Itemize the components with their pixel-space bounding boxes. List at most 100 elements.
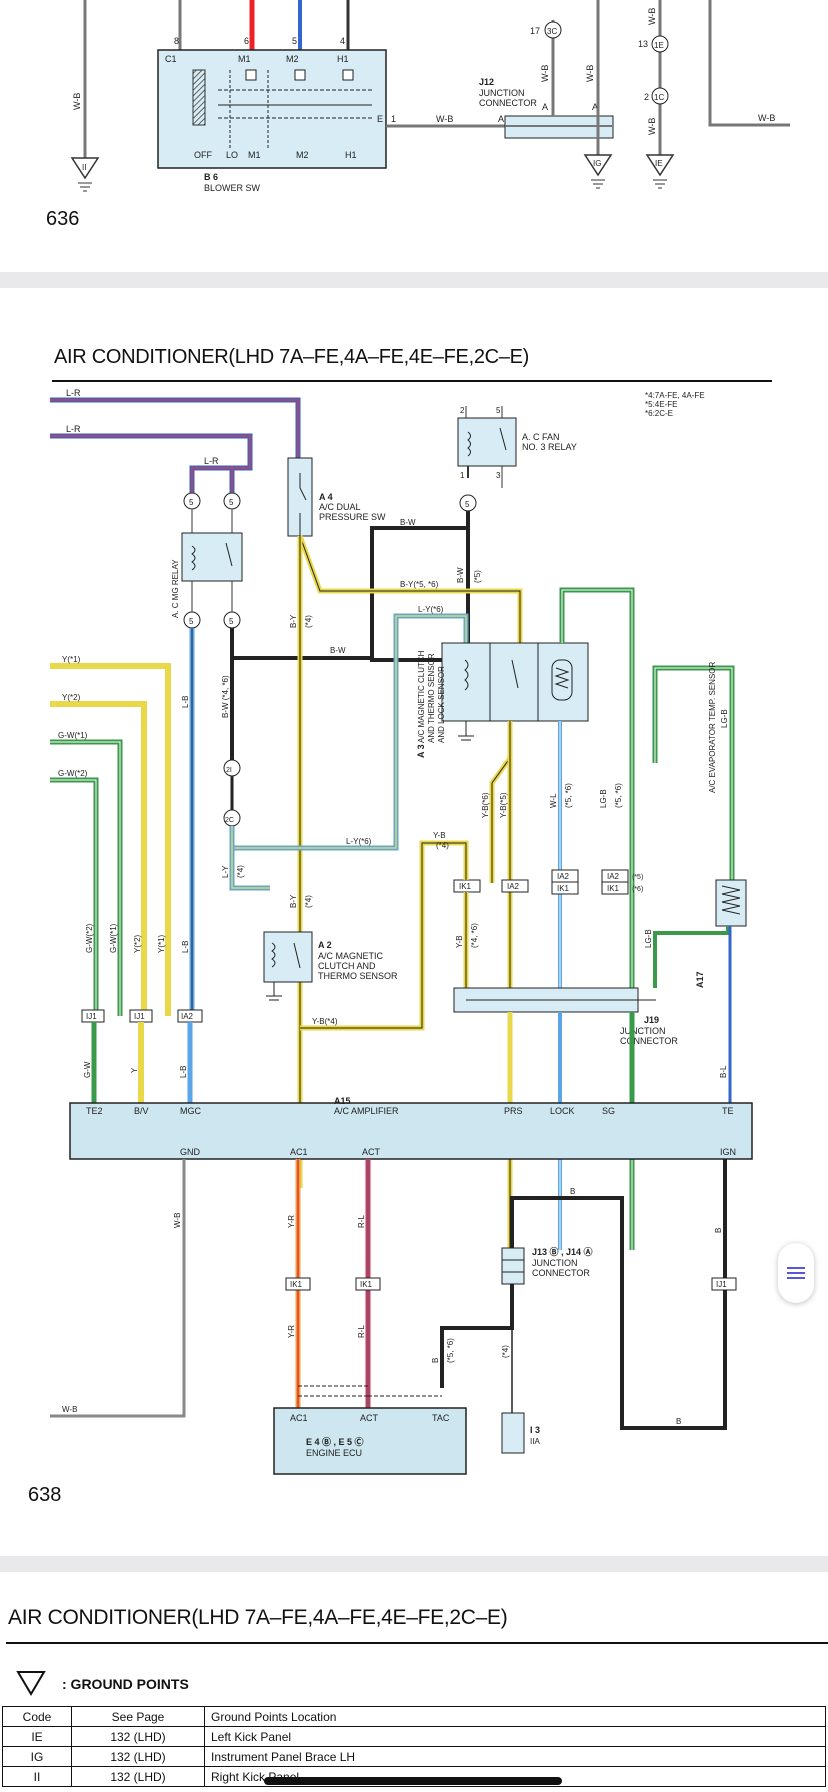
wire-s56-wl: (*5, *6) bbox=[564, 783, 573, 808]
wire-b-w-1: B-W bbox=[400, 518, 416, 527]
wire-gw-2: G-W(*2) bbox=[58, 769, 88, 778]
wire-label-wb-j12b: W-B bbox=[585, 65, 595, 82]
wire-lg-b-a17: LG-B bbox=[720, 709, 729, 728]
wire-g-w: G-W bbox=[83, 1061, 92, 1078]
row-page: 132 (LHD) bbox=[71, 1726, 205, 1747]
table-header-row: Code See Page Ground Points Location bbox=[2, 1706, 826, 1727]
fan-relay-pin-5: 5 bbox=[496, 406, 501, 415]
row-page: 132 (LHD) bbox=[71, 1746, 205, 1767]
conn-ij1-a: IJ1 bbox=[86, 1012, 97, 1021]
j13-line1: JUNCTION bbox=[532, 1258, 578, 1268]
blower-pin-6: 6 bbox=[244, 36, 249, 46]
wire-l-r-2: L-R bbox=[66, 424, 81, 434]
row-code: IG bbox=[2, 1746, 72, 1767]
mg-relay-name: A. C MG RELAY bbox=[171, 559, 180, 618]
mg-conn-5b: 5 bbox=[229, 498, 234, 507]
wire-label-wb-right: W-B bbox=[758, 113, 775, 123]
blower-pin-8: 8 bbox=[174, 36, 179, 46]
wire-b-bottom: B bbox=[676, 1417, 681, 1426]
j12-term-a-left: A bbox=[498, 114, 504, 124]
conn-ik1-e: IK1 bbox=[360, 1280, 373, 1289]
a15-term-gnd: GND bbox=[180, 1147, 201, 1157]
a4-line2: PRESSURE SW bbox=[319, 512, 386, 522]
mg-conn-5a: 5 bbox=[189, 498, 194, 507]
ground-label-ie: IE bbox=[655, 159, 663, 168]
note-6: *6:2C-E bbox=[645, 409, 673, 418]
conn-2i: 2I bbox=[226, 767, 232, 774]
scroll-handle-button[interactable] bbox=[778, 1243, 814, 1303]
conn-s6: (*6) bbox=[632, 886, 643, 893]
connector-1c-label: 1C bbox=[654, 93, 664, 102]
note-4: *4:7A-FE, 4A-FE bbox=[645, 391, 705, 400]
table-row: II 132 (LHD) Right Kick Panel bbox=[2, 1766, 826, 1787]
conn-2c: 2C bbox=[225, 817, 234, 824]
row-page: 132 (LHD) bbox=[71, 1766, 205, 1787]
title-rule bbox=[6, 1642, 828, 1644]
ecu-text: E 4 Ⓑ , E 5 Ⓒ bbox=[306, 1436, 364, 1447]
a3-line2: AND THERMO SENSOR bbox=[427, 653, 436, 743]
i3-name: IIA bbox=[530, 1437, 540, 1446]
wire-y-2v: Y(*2) bbox=[133, 934, 142, 953]
ground-symbol-ie bbox=[645, 154, 675, 177]
wire-y: Y bbox=[130, 1067, 139, 1073]
a3-line1: A/C MAGNETIC CLUTCH bbox=[417, 650, 426, 743]
wire-label-wb-e: W-B bbox=[436, 114, 453, 124]
wire-b-w-fan: B-W bbox=[456, 567, 465, 583]
wire-l-r-3: L-R bbox=[204, 456, 219, 466]
conn-ia2-b-label: IA2 bbox=[557, 872, 570, 881]
fan-relay-pin-2: 2 bbox=[460, 406, 465, 415]
j12-line2: CONNECTOR bbox=[479, 98, 537, 108]
table-row: IG 132 (LHD) Instrument Panel Brace LH bbox=[2, 1746, 826, 1767]
a15-name: A/C AMPLIFIER bbox=[334, 1106, 399, 1116]
ecu-term-ac1: AC1 bbox=[290, 1413, 308, 1423]
wire-label-wb-ie-top: W-B bbox=[647, 8, 657, 25]
wire-b-y-1: B-Y bbox=[289, 614, 298, 628]
j12-code: J12 bbox=[479, 77, 494, 87]
blower-term-h1b: H1 bbox=[345, 150, 357, 160]
wire-l-y-6b: L-Y(*6) bbox=[346, 837, 372, 846]
connector-3c-label: 3C bbox=[547, 27, 557, 36]
blower-term-m2: M2 bbox=[286, 54, 299, 64]
page-636: W-B II 8 6 5 4 C1 M1 M2 H1 OFF LO M1 M2 … bbox=[0, 0, 828, 272]
wire-y-1v: Y(*1) bbox=[157, 934, 166, 953]
blower-term-m1b: M1 bbox=[248, 150, 261, 160]
ecu-term-act: ACT bbox=[360, 1413, 379, 1423]
ac-fan-relay-box bbox=[457, 417, 517, 467]
wire-s56-j13: (*5, *6) bbox=[446, 1338, 455, 1363]
connector-3c bbox=[544, 21, 562, 39]
mg-conn-5c: 5 bbox=[189, 617, 194, 626]
j19-line1: JUNCTION bbox=[620, 1026, 666, 1036]
a3-clutch-lock-sensor bbox=[441, 642, 589, 722]
a2-line1: A/C MAGNETIC bbox=[318, 951, 384, 961]
wire-l-r-1: L-R bbox=[66, 388, 81, 398]
a17-code: A17 bbox=[695, 971, 705, 988]
a4-code: A 4 bbox=[319, 492, 333, 502]
wire-gw-2v: G-W(*2) bbox=[85, 923, 94, 953]
table-row: IE 132 (LHD) Left Kick Panel bbox=[2, 1726, 826, 1747]
wire-l-b-1: L-B bbox=[181, 696, 190, 708]
a15-ac-amplifier bbox=[69, 1102, 753, 1160]
conn-ia2-a-label: IA2 bbox=[507, 882, 520, 891]
col-see-page: See Page bbox=[71, 1706, 205, 1727]
wire-s4-ly: (*4) bbox=[236, 865, 245, 878]
blower-term-h1: H1 bbox=[337, 54, 349, 64]
page-number-638: 638 bbox=[28, 1484, 62, 1506]
blower-name: BLOWER SW bbox=[204, 183, 261, 193]
j19-line2: CONNECTOR bbox=[620, 1036, 678, 1046]
j13-text: J13 Ⓑ , J14 Ⓐ bbox=[532, 1246, 593, 1257]
wire-lg-b-1: LG-B bbox=[599, 789, 608, 808]
conn-ik1-c-label: IK1 bbox=[607, 884, 620, 893]
ecu-name: ENGINE ECU bbox=[306, 1448, 362, 1458]
menu-lines-icon bbox=[787, 1264, 805, 1282]
wire-gw-1: G-W(*1) bbox=[58, 731, 88, 740]
conn-ia2-d: IA2 bbox=[181, 1012, 194, 1021]
wire-s56-lgb: (*5, *6) bbox=[614, 783, 623, 808]
wire-y-2: Y(*2) bbox=[62, 693, 81, 702]
wire-r-l-2: R-L bbox=[357, 1325, 366, 1338]
a15-term-te2: TE2 bbox=[86, 1106, 103, 1116]
wire-l-y-6: L-Y(*6) bbox=[418, 605, 444, 614]
ground-symbol-ii bbox=[70, 157, 100, 180]
page-title-639: AIR CONDITIONER(LHD 7A–FE,4A–FE,4E–FE,2C… bbox=[8, 1606, 508, 1629]
row-location: Instrument Panel Brace LH bbox=[204, 1746, 826, 1767]
home-indicator[interactable] bbox=[264, 1777, 562, 1785]
